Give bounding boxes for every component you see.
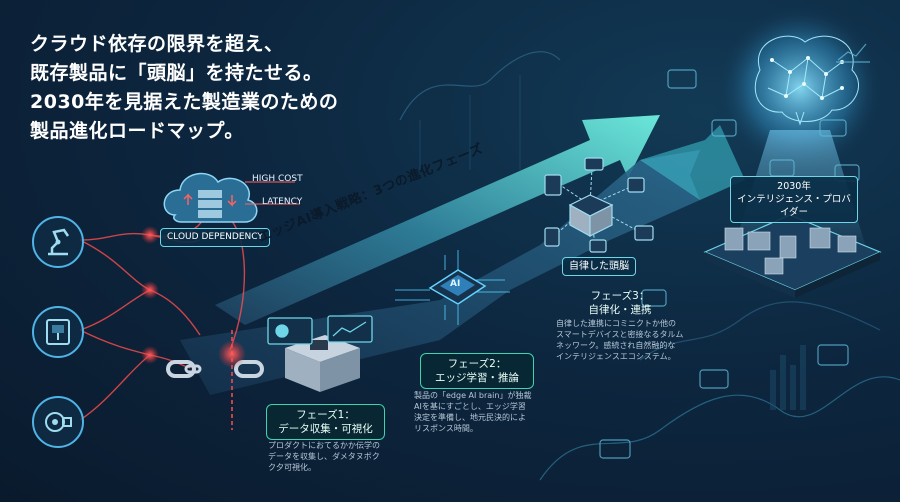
goal-year: 2030年 <box>777 181 811 192</box>
headline: クラウド依存の限界を超え、 既存製品に「頭脳」を持たせる。 2030年を見据えた… <box>30 30 338 146</box>
motor-icon <box>32 396 84 448</box>
cnc-machine-icon <box>32 306 84 358</box>
phase1-description: プロダクトにおてるかか伝学の データを収集し、ダメタヌボク ク夕可視化。 <box>268 440 380 473</box>
phase3-desc-line: 自律した連携にコミニクトか他の <box>556 319 676 328</box>
factory-icon <box>703 214 882 298</box>
chip-icon <box>395 250 510 325</box>
phase1-chart-icons <box>267 315 373 345</box>
phase2-desc-line: AIを基にすごとし、エッジ学習 <box>414 402 526 411</box>
phase3-desc-line: インテリジェンスエコシステム。 <box>556 352 676 361</box>
background-line-charts <box>399 51 900 481</box>
headline-line: 2030年を見据えた製造業のための <box>30 91 339 113</box>
alert-dot <box>141 281 159 299</box>
phase3-desc-line: スマートデバイスと密接なるタルム <box>556 330 684 339</box>
headline-line: 既存製品に「頭脳」を持たせる。 <box>30 62 323 84</box>
phase1-title: フェーズ1： データ収集・可視化 <box>266 404 385 440</box>
strategy-arrow <box>215 115 660 325</box>
phase3-title-line: 自律化・連携 <box>588 304 652 316</box>
goal-label: 2030年 インテリジェンス・プロバイダー <box>730 176 858 223</box>
headline-line: クラウド依存の限界を超え、 <box>30 33 284 55</box>
alert-dot <box>141 226 159 244</box>
cloud-dependency-label: CLOUD DEPENDENCY <box>160 228 270 247</box>
phase2-desc-line: 決定を準備し、地元民決的によ <box>414 413 526 422</box>
cloud-server-icon <box>163 172 258 223</box>
chart-icon-top-right <box>836 43 870 63</box>
bar-chart-background <box>770 345 806 410</box>
chip-label: AI <box>450 279 461 289</box>
autonomous-brain-label: 自律した頭脳 <box>562 257 636 276</box>
phase3-title-line: フェーズ3： <box>590 290 650 302</box>
phase3-title: フェーズ3： 自律化・連携 <box>568 285 672 321</box>
alert-dot <box>218 340 246 368</box>
phase2-title-line: フェーズ2： <box>447 358 507 370</box>
phase2-desc-line: 製品の「edge AI brain」が独裁 <box>414 391 532 400</box>
headline-line: 製品進化ロードマップ。 <box>30 120 244 142</box>
phase2-desc-line: リスポンス時間。 <box>414 424 478 433</box>
network-devices <box>544 157 654 253</box>
high-cost-label: HIGH COST <box>252 174 303 184</box>
phase3-desc-line: ネッワーク。感続され自然融的な <box>556 341 676 350</box>
brain-nodes <box>770 56 844 100</box>
phase2-title-line: エッジ学習・推論 <box>435 372 519 384</box>
phase1-title-line: データ収集・可視化 <box>278 423 373 435</box>
robot-arm-icon <box>32 216 84 268</box>
goal-title: インテリジェンス・プロバイダー <box>737 194 851 218</box>
phase3-description: 自律した連携にコミニクトか他の スマートデバイスと密接なるタルム ネッワーク。感… <box>556 318 683 362</box>
phase1-desc-line: データを収集し、ダメタヌボク <box>268 452 380 461</box>
phase1-title-line: フェーズ1： <box>296 409 355 421</box>
phase1-desc-line: ク夕可視化。 <box>268 463 316 472</box>
latency-label: LATENCY <box>262 197 303 207</box>
phase2-title: フェーズ2： エッジ学習・推論 <box>420 353 534 389</box>
alert-dot <box>141 346 159 364</box>
phase2-description: 製品の「edge AI brain」が独裁 AIを基にすごとし、エッジ学習 決定… <box>414 390 531 434</box>
chat-bubble-icon <box>599 69 860 459</box>
broken-chain-icon <box>166 360 264 378</box>
brain-glow <box>715 3 885 173</box>
phase1-desc-line: プロダクトにおてるかか伝学の <box>268 441 380 450</box>
